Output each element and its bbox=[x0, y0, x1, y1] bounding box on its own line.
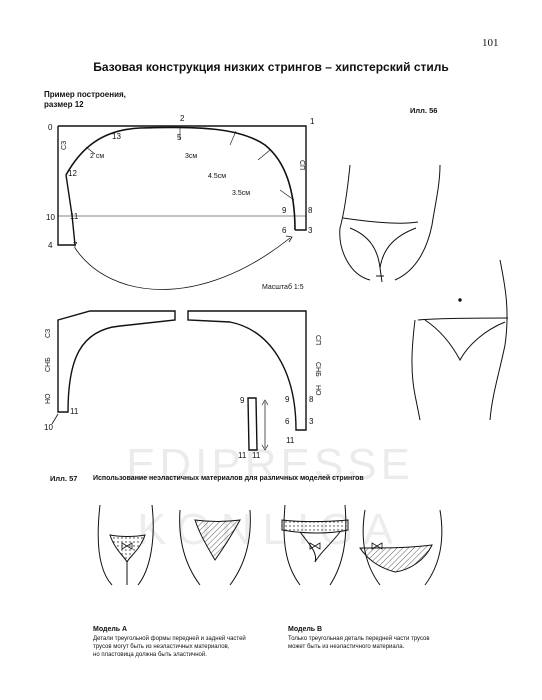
example-label-line1: Пример построения, bbox=[44, 90, 126, 99]
side-label-c3-back: СЗ bbox=[45, 329, 52, 338]
point-label-11: 11 bbox=[70, 212, 79, 221]
point-label-6: 6 bbox=[282, 226, 287, 235]
point-label-2: 2 bbox=[180, 114, 185, 123]
model-a-line2: трусов могут быть из неэластичных матери… bbox=[93, 644, 230, 650]
body-front-view bbox=[411, 259, 509, 421]
point-label-9: 9 bbox=[282, 206, 287, 215]
point-label-8-front: 8 bbox=[309, 395, 314, 404]
point-label-8: 8 bbox=[308, 206, 313, 215]
model-a-line3: но пластовица должна быть эластичной. bbox=[93, 652, 207, 658]
measure-3-5cm: 3.5см bbox=[232, 190, 250, 197]
transfer-arrow-head bbox=[285, 235, 293, 243]
page-title: Базовая конструкция низких стрингов – хи… bbox=[93, 60, 449, 74]
illustration-56-label: Илл. 56 bbox=[410, 106, 438, 115]
model-a-caption: Модель А Детали треугольной формы передн… bbox=[93, 626, 283, 659]
bow-decorations bbox=[121, 542, 383, 550]
point-label-11-back: 11 bbox=[70, 407, 79, 416]
watermark-top: EDIPRESSE bbox=[126, 440, 414, 489]
example-label: Пример построения, размер 12 bbox=[44, 90, 126, 110]
measure-2cm: 2 см bbox=[90, 153, 104, 160]
side-label-c3: СЗ bbox=[61, 141, 68, 150]
main-pattern bbox=[57, 125, 307, 246]
side-label-cp-front: СП bbox=[314, 335, 321, 345]
point-label-9-gusset: 9 bbox=[240, 396, 245, 405]
section-subtitle: Использование неэластичных материалов дл… bbox=[93, 475, 364, 482]
transfer-arrow bbox=[74, 237, 291, 290]
model-b-figures bbox=[281, 504, 443, 586]
back-pointer bbox=[51, 413, 59, 425]
page-number: 101 bbox=[482, 37, 499, 49]
back-piece bbox=[57, 310, 176, 413]
model-a-figures bbox=[97, 504, 251, 586]
side-label-ho-front: НО bbox=[314, 385, 321, 396]
model-b-line1: Только треугольная деталь передней части… bbox=[288, 636, 430, 642]
point-label-0: 0 bbox=[48, 123, 53, 132]
point-label-3: 3 bbox=[308, 226, 313, 235]
side-label-cnb-front: СНБ bbox=[314, 362, 321, 377]
model-a-line1: Детали треугольной формы передней и задн… bbox=[93, 636, 246, 642]
measure-4-5cm: 4.5см bbox=[208, 173, 226, 180]
model-b-title: Модель В bbox=[288, 626, 323, 633]
measure-3cm: 3см bbox=[185, 153, 197, 160]
model-b-line2: может быть из неэластичного материала. bbox=[288, 644, 405, 650]
gusset-piece bbox=[247, 397, 258, 451]
side-label-cp: СП bbox=[298, 160, 305, 170]
grain-arrow bbox=[261, 399, 269, 451]
side-label-cnb-back: СНБ bbox=[45, 357, 52, 372]
point-label-11-front: 11 bbox=[286, 436, 295, 445]
point-label-7: 7 bbox=[73, 241, 78, 250]
point-label-5: 5 bbox=[177, 133, 182, 142]
point-label-11b-gusset: 11 bbox=[252, 451, 261, 460]
helper-lines bbox=[58, 128, 306, 217]
model-a-title: Модель А bbox=[93, 626, 128, 633]
point-label-1: 1 bbox=[310, 117, 315, 126]
point-label-9-front: 9 bbox=[285, 395, 290, 404]
front-piece bbox=[187, 310, 307, 431]
example-label-line2: размер 12 bbox=[44, 100, 84, 109]
illustration-57-label: Илл. 57 bbox=[50, 474, 78, 483]
scale-label: Масштаб 1:5 bbox=[262, 284, 304, 291]
point-label-13: 13 bbox=[112, 132, 121, 141]
point-label-3-front: 3 bbox=[309, 417, 314, 426]
side-label-ho-back: НО bbox=[45, 393, 52, 404]
point-label-4: 4 bbox=[48, 241, 53, 250]
point-label-10: 10 bbox=[46, 213, 55, 222]
point-label-12: 12 bbox=[68, 169, 77, 178]
body-back-view bbox=[339, 164, 441, 283]
point-label-11-gusset: 11 bbox=[238, 451, 247, 460]
point-label-6-front: 6 bbox=[285, 417, 290, 426]
point-label-10-back: 10 bbox=[44, 423, 53, 432]
model-b-caption: Модель В Только треугольная деталь перед… bbox=[288, 626, 478, 651]
